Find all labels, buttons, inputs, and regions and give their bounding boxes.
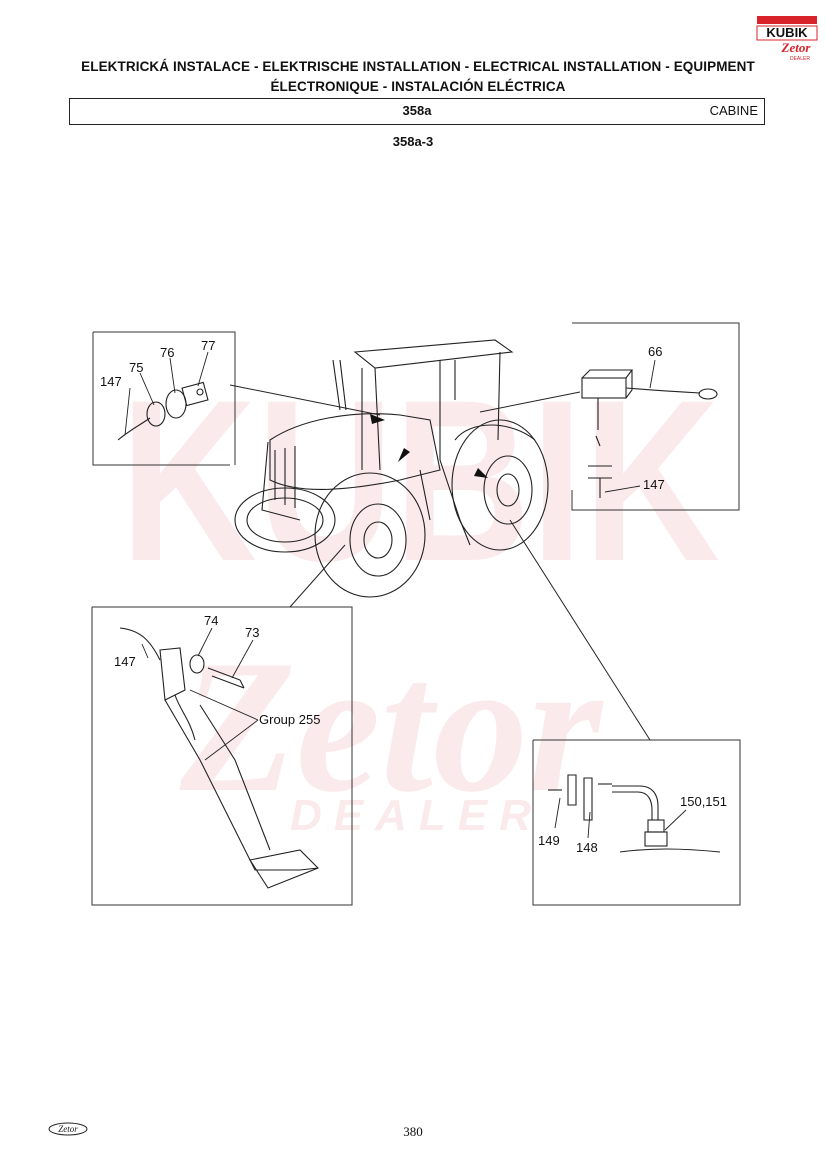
watermark-sub: DEALER <box>290 791 543 840</box>
callout-group-255: Group 255 <box>259 712 320 727</box>
title-line-2: ÉLECTRONIQUE - INSTALACIÓN ELÉCTRICA <box>270 79 566 94</box>
sensor-leaders <box>554 797 687 839</box>
page-number: 380 <box>403 1124 423 1139</box>
pedal-leaders <box>141 627 259 761</box>
kubik-zetor-logo: KUBIK Zetor DEALER <box>756 16 818 62</box>
callout-147-pedal: 147 <box>114 654 136 669</box>
callout-148: 148 <box>576 840 598 855</box>
callout-147-top-left: 147 <box>100 374 122 389</box>
connector-leaders <box>604 359 656 493</box>
switch-leaders <box>124 351 209 436</box>
callout-75: 75 <box>129 360 143 375</box>
footer-logo-text: Zetor <box>58 1124 78 1134</box>
footer-zetor-logo: Zetor <box>48 1122 88 1136</box>
detail-frame-sensor <box>532 739 741 906</box>
pedal-drawing <box>119 627 319 889</box>
tractor-arrows <box>370 414 488 478</box>
callout-147-top-right: 147 <box>643 477 665 492</box>
callout-74: 74 <box>204 613 218 628</box>
detail-frame-top-right <box>571 322 740 511</box>
callout-149: 149 <box>538 833 560 848</box>
page-title: ELEKTRICKÁ INSTALACE - ELEKTRISCHE INSTA… <box>40 57 796 97</box>
section-header-box: 358a CABINE <box>69 98 765 125</box>
switch-assembly-drawing <box>117 381 209 441</box>
logo-dealer-text: DEALER <box>790 56 810 62</box>
figure-code: 358a-3 <box>392 134 434 149</box>
logo-kubik-text: KUBIK <box>766 25 808 40</box>
detail-frame-pedal <box>91 606 353 906</box>
callout-66: 66 <box>648 344 662 359</box>
section-name: CABINE <box>709 103 758 118</box>
watermark: KUBIK Zetor DEALER <box>120 352 720 840</box>
logo-zetor-text: Zetor <box>781 40 812 55</box>
connector-66-drawing <box>581 369 718 498</box>
tractor-illustration <box>234 339 549 598</box>
callout-73: 73 <box>245 625 259 640</box>
watermark-word: KUBIK <box>120 352 720 609</box>
callout-77: 77 <box>201 338 215 353</box>
sensor-drawing <box>548 774 721 853</box>
callout-150-151: 150,151 <box>680 794 727 809</box>
leader-lines <box>229 384 651 741</box>
callout-76: 76 <box>160 345 174 360</box>
detail-frame-top-left <box>92 331 236 466</box>
title-line-1: ELEKTRICKÁ INSTALACE - ELEKTRISCHE INSTA… <box>81 59 755 74</box>
group-code: 358a <box>402 103 432 118</box>
